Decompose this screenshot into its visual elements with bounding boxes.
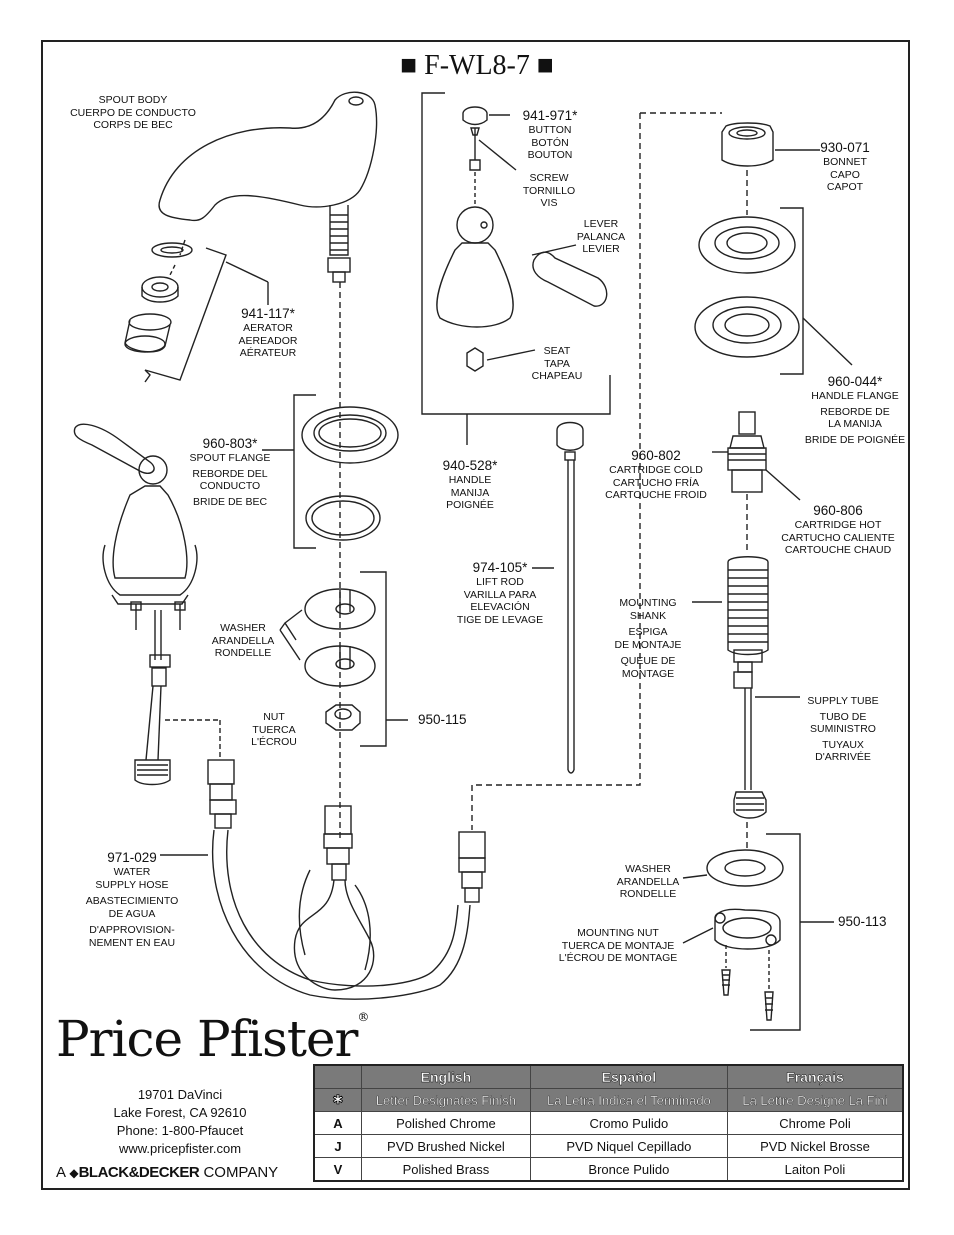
black-decker-diamond-icon: ◆ [69, 1166, 79, 1180]
spout-flange-part-number: 960-803* [202, 436, 258, 451]
bonnet-part-number: 930-071 [820, 140, 870, 155]
model-title: ■ F-WL8-7 ■ [400, 50, 554, 81]
handle-part-number: 940-528* [442, 458, 498, 473]
header-francais: Français [726, 1064, 904, 1089]
finish-note-row: ✱ Letter Designates Finish La Letra Indi… [313, 1088, 904, 1112]
left-handle-assembly-drawing [73, 423, 198, 786]
black-decker-company-line: A ◆BLACK&DECKER COMPANY [56, 1164, 279, 1181]
kit-950-113-label: 950-113 [838, 914, 887, 929]
price-pfister-logo: Price Pfister® [56, 1010, 369, 1068]
water-supply-hose-drawing [207, 759, 486, 1000]
handle-flange-part-number: 960-044* [827, 374, 883, 389]
lift-rod-part-number: 974-105* [472, 560, 528, 575]
asterisk-icon: ✱ [313, 1088, 362, 1112]
water-supply-hose-part-number: 971-029 [107, 850, 157, 865]
handle-flange-label: 960-044* HANDLE FLANGE REBORDE DE LA MAN… [800, 374, 910, 446]
table-row: A Polished Chrome Cromo Pulido Chrome Po… [313, 1111, 904, 1135]
finish-table-corner [313, 1064, 362, 1089]
page-frame [41, 40, 910, 1190]
aerator-drawing [124, 239, 193, 383]
handle-flange-drawing [694, 216, 800, 358]
cartridge-cold-part-number: 960-802 [631, 448, 681, 463]
spout-flange-drawing [301, 406, 399, 541]
lift-rod-drawing [556, 421, 584, 774]
mounting-shank-drawing [727, 556, 769, 819]
bonnet-drawing [721, 122, 774, 167]
finish-table: English Español Français ✱ Letter Design… [313, 1064, 904, 1182]
table-row: V Polished Brass Bronce Pulido Laiton Po… [313, 1157, 904, 1182]
aerator-part-number: 941-117* [241, 306, 295, 321]
spout-flange-label: 960-803* SPOUT FLANGE REBORDE DEL CONDUC… [180, 436, 280, 508]
kit-950-115-label: 950-115 [418, 712, 467, 727]
header-english: English [361, 1064, 531, 1089]
cartridge-drawing [727, 411, 767, 550]
spout-body-drawing [158, 91, 378, 283]
table-row: J PVD Brushed Nickel PVD Niquel Cepillad… [313, 1134, 904, 1158]
company-address: 19701 DaVinci Lake Forest, CA 92610 Phon… [113, 1087, 247, 1156]
washer-drawing [304, 588, 376, 731]
cartridge-hot-part-number: 960-806 [813, 503, 863, 518]
mounting-nut-drawing [706, 849, 784, 1021]
button-part-number: 941-971* [522, 108, 578, 123]
header-espanol: Español [529, 1064, 728, 1089]
